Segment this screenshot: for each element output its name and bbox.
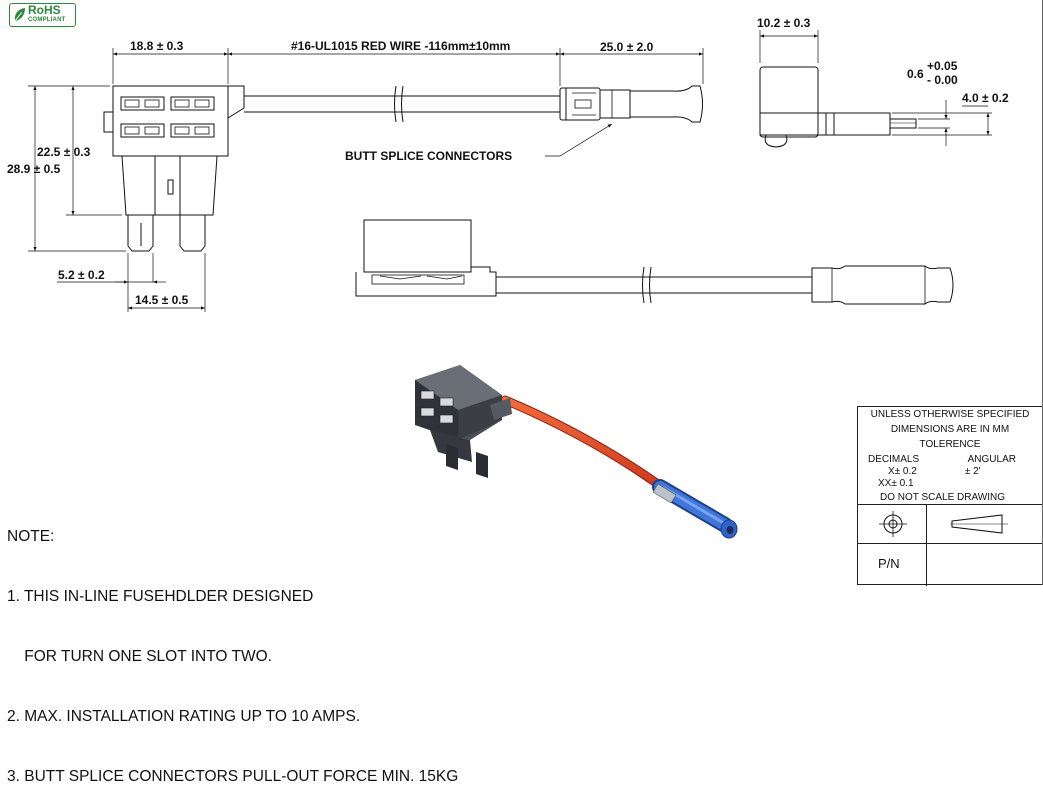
projection-cone-icon: [950, 514, 1008, 534]
notes: NOTE: 1. THIS IN-LINE FUSEHDLDER DESIGNE…: [7, 487, 458, 807]
dim-total-height: 28.9 ± 0.5: [7, 162, 61, 176]
note-line: 2. MAX. INSTALLATION RATING UP TO 10 AMP…: [7, 708, 361, 725]
dim-tol-minus: - 0.00: [927, 73, 958, 87]
dim-blade-span: 14.5 ± 0.5: [135, 293, 189, 307]
part-number-row: P/N: [858, 542, 1042, 586]
front-view-fuse-holder: [103, 85, 703, 252]
product-render: [415, 365, 738, 539]
tb-line2: DIMENSIONS ARE IN MM: [890, 424, 1010, 435]
dim-splice-length: 25.0 ± 2.0: [600, 40, 654, 54]
dim-tol-plus: +0.05: [927, 59, 958, 73]
dim-side-width: 10.2 ± 0.3: [757, 16, 811, 30]
pn-label: P/N: [878, 556, 900, 571]
projection-circle-icon: [879, 511, 907, 537]
dim-blade-width: 5.2 ± 0.2: [58, 268, 105, 282]
dim-body-height: 22.5 ± 0.3: [37, 145, 91, 159]
dimension-lines: [28, 30, 992, 312]
note-line: FOR TURN ONE SLOT INTO TWO.: [7, 648, 272, 665]
dim-tol-base: 0.6: [907, 67, 924, 81]
tb-xx-tol: XX± 0.1: [878, 478, 914, 489]
side-view: [759, 66, 917, 148]
technical-drawing: 18.8 ± 0.3 #16-UL1015 RED WIRE -116mm±10…: [7, 16, 1009, 539]
leaf-icon: [14, 8, 25, 22]
tb-angular-tol: ± 2': [964, 466, 981, 477]
rohs-badge: RoHS COMPLIANT: [9, 3, 76, 27]
tb-line1: UNLESS OTHERWISE SPECIFIED: [870, 409, 1030, 420]
dim-top-width: 18.8 ± 0.3: [130, 39, 184, 53]
tb-decimals: DECIMALS: [868, 454, 920, 465]
callout-butt-splice: BUTT SPLICE CONNECTORS: [345, 149, 512, 163]
tb-x-tol: X± 0.2: [888, 466, 917, 477]
title-block: UNLESS OTHERWISE SPECIFIED DIMENSIONS AR…: [857, 406, 1043, 586]
projection-symbols: [858, 504, 1042, 544]
note-line: 1. THIS IN-LINE FUSEHDLDER DESIGNED: [7, 588, 314, 605]
dim-side-height: 4.0 ± 0.2: [962, 91, 1009, 105]
tb-line3: TOLERENCE: [919, 439, 981, 450]
dim-wire-spec: #16-UL1015 RED WIRE -116mm±10mm: [291, 39, 510, 53]
rohs-title: RoHS: [28, 3, 61, 17]
tb-scale-note: DO NOT SCALE DRAWING: [880, 492, 1006, 503]
rohs-subtitle: COMPLIANT: [28, 17, 66, 23]
note-line: 3. BUTT SPLICE CONNECTORS PULL-OUT FORCE…: [7, 768, 459, 785]
top-view: [355, 219, 954, 305]
tb-angular: ANGULAR: [967, 454, 1016, 465]
notes-heading: NOTE:: [7, 528, 55, 545]
